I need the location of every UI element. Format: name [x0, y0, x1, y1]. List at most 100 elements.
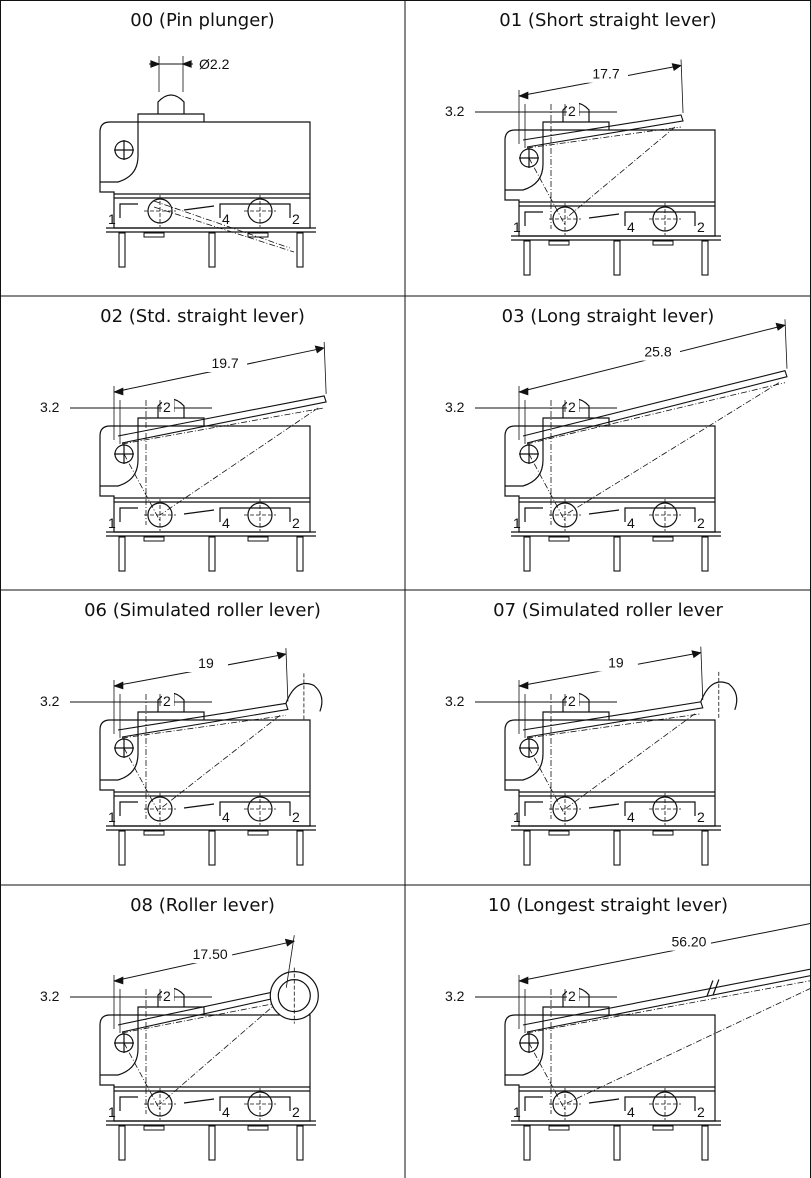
length-dimension-label: 25.8 — [644, 344, 671, 360]
dimension-extension — [323, 341, 327, 394]
diameter-arrow — [150, 60, 161, 68]
contact-1 — [524, 801, 543, 816]
terminal-pin — [523, 536, 531, 572]
terminal-pin — [523, 830, 531, 866]
dimension-line — [518, 922, 811, 982]
offset-label-2: 2 — [163, 399, 171, 415]
base-pad — [247, 830, 269, 836]
base-pad — [143, 536, 165, 542]
contact-1 — [119, 801, 138, 816]
panel-title: 07 (Simulated roller lever — [493, 600, 723, 621]
length-dimension-label: 19 — [198, 655, 214, 671]
lever-sweep-line — [159, 1001, 279, 1105]
lever-sweep-line — [159, 407, 319, 516]
dimension-arrow — [518, 681, 529, 690]
pin-label-1: 1 — [108, 809, 116, 825]
dimension-arrow — [671, 63, 682, 71]
contact-arm — [588, 1098, 620, 1104]
pin-label-1: 1 — [108, 211, 116, 227]
offset-label-3-2: 3.2 — [445, 399, 465, 415]
diameter-arrow — [181, 60, 192, 68]
terminal-pin — [613, 830, 621, 866]
lever-sweep-line — [564, 987, 811, 1105]
contact-arm — [183, 205, 215, 211]
terminal-pin — [701, 830, 709, 866]
terminal-pin — [118, 536, 126, 572]
offset-label-3-2: 3.2 — [445, 988, 465, 1004]
terminal-pin — [523, 1125, 531, 1161]
terminal-pin — [118, 1125, 126, 1161]
base-pad — [247, 1125, 269, 1131]
terminal-pin — [523, 240, 531, 276]
dimension-arrow — [276, 651, 287, 660]
base-pad — [247, 536, 269, 542]
terminal-pin — [118, 232, 126, 268]
offset-label-2: 2 — [568, 399, 576, 415]
pin-label-1: 1 — [513, 219, 521, 235]
terminal-pin — [296, 232, 304, 268]
terminal-pin — [613, 240, 621, 276]
plunger-collar — [542, 121, 610, 130]
dimension-arrow — [518, 91, 529, 100]
dimension-arrow — [518, 387, 529, 396]
base-pad — [652, 1125, 674, 1131]
length-dimension-label: 56.20 — [671, 934, 706, 950]
diameter-label: Ø2.2 — [199, 56, 230, 72]
base-pad — [247, 232, 269, 238]
terminal-pin — [296, 830, 304, 866]
lever-sweep-line — [159, 715, 281, 810]
plunger-collar — [137, 417, 205, 426]
offset-label-2: 2 — [568, 103, 576, 119]
actuator-lever — [117, 395, 327, 444]
pin-label-2: 2 — [292, 1104, 300, 1120]
offset-label-2: 2 — [163, 988, 171, 1004]
pin-label-2: 2 — [292, 809, 300, 825]
length-dimension-label: 19 — [608, 654, 624, 670]
offset-label-3-2: 3.2 — [445, 103, 465, 119]
pin-label-4: 4 — [627, 1104, 635, 1120]
lever-sweep-line — [564, 126, 676, 220]
terminal-pin — [613, 1125, 621, 1161]
dimension-arrow — [518, 976, 529, 985]
terminal-pin — [208, 536, 216, 572]
actuator-lever — [522, 114, 684, 148]
offset-label-2: 2 — [568, 693, 576, 709]
pin-label-4: 4 — [222, 211, 230, 227]
plunger-collar — [137, 113, 205, 122]
plunger-collar — [137, 711, 205, 720]
base-pad — [652, 830, 674, 836]
base-pad — [548, 1125, 570, 1131]
base-pad — [548, 830, 570, 836]
pin-label-1: 1 — [108, 515, 116, 531]
dimension-arrow — [113, 976, 124, 985]
pin-label-2: 2 — [697, 219, 705, 235]
contact-arm — [183, 509, 215, 515]
panel-title: 02 (Std. straight lever) — [100, 306, 305, 327]
plunger-collar — [542, 1006, 610, 1015]
actuator-lever — [117, 989, 287, 1033]
dimension-arrow — [113, 387, 124, 396]
pin-label-4: 4 — [222, 1104, 230, 1120]
length-dimension-label: 19.7 — [211, 355, 238, 371]
dimension-arrow — [691, 650, 702, 659]
contact-arm — [588, 213, 620, 219]
terminal-pin — [208, 232, 216, 268]
pin-label-2: 2 — [697, 809, 705, 825]
panel-title: 03 (Long straight lever) — [501, 306, 715, 327]
base-pad — [548, 240, 570, 246]
panel-title: 08 (Roller lever) — [130, 895, 275, 916]
pin-label-1: 1 — [513, 515, 521, 531]
base-pad — [143, 1125, 165, 1131]
panel-title: 10 (Longest straight lever) — [487, 895, 729, 916]
panel-title: 06 (Simulated roller lever) — [84, 600, 321, 621]
plunger-dome — [157, 94, 185, 114]
terminal-pin — [296, 1125, 304, 1161]
pin-label-2: 2 — [697, 515, 705, 531]
